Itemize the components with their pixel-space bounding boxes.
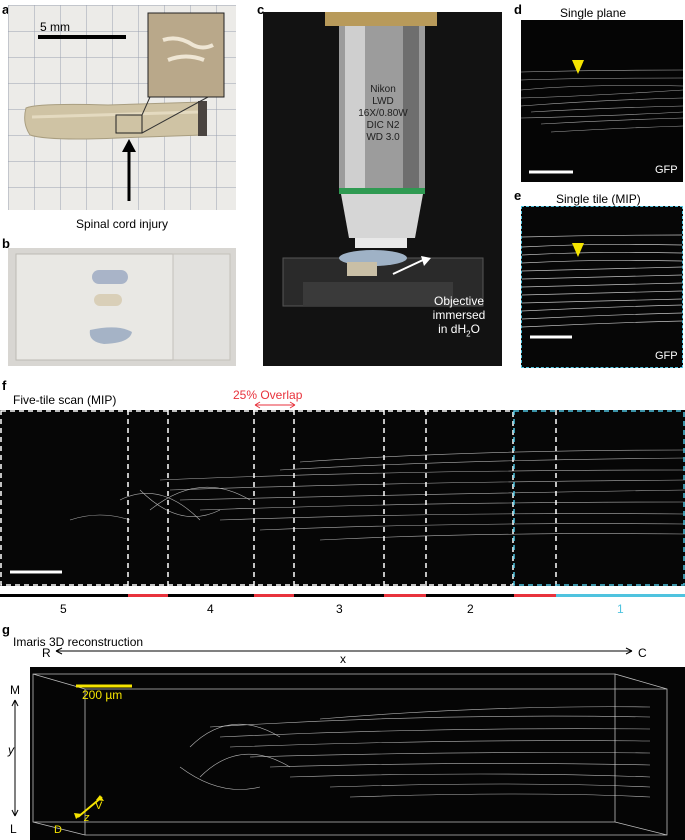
overlap-double-arrow-icon bbox=[254, 401, 296, 409]
panel-c-lens-text: Nikon LWD 16X/0.80W DIC N2 WD 3.0 bbox=[340, 84, 426, 144]
panel-a-photo bbox=[8, 5, 236, 210]
panel-f-title: Five-tile scan (MIP) bbox=[13, 393, 117, 407]
axis-z-label: z bbox=[84, 812, 90, 824]
panel-d-title: Single plane bbox=[560, 6, 627, 20]
imaris-3d-reconstruction bbox=[32, 673, 668, 836]
axis-d-label: D bbox=[54, 824, 62, 836]
axis-bottom-label: L bbox=[10, 822, 17, 836]
panel-d-label: d bbox=[514, 2, 522, 17]
single-tile-fibers bbox=[522, 234, 682, 339]
yellow-arrowhead-icon bbox=[572, 243, 584, 257]
axis-left-label: R bbox=[42, 646, 51, 660]
x-axis-double-arrow-icon bbox=[55, 647, 633, 655]
panel-f-label: f bbox=[2, 378, 7, 393]
tile-number: 2 bbox=[467, 602, 474, 616]
panel-c-label: c bbox=[257, 2, 265, 17]
panel-e-channel: GFP bbox=[655, 350, 678, 362]
lens-line: 16X/0.80W bbox=[358, 108, 408, 119]
panel-a-scale-label: 5 mm bbox=[40, 20, 70, 34]
panel-d-channel: GFP bbox=[655, 164, 678, 176]
grid-paper-spinal-cord bbox=[8, 5, 236, 210]
panel-a-annotation: Spinal cord injury bbox=[76, 217, 169, 231]
tile-number: 5 bbox=[60, 602, 67, 616]
tile-number: 3 bbox=[336, 602, 343, 616]
panel-g-title: Imaris 3D reconstruction bbox=[13, 635, 144, 649]
axis-x-label: x bbox=[340, 652, 346, 666]
lens-line: Nikon bbox=[370, 84, 396, 95]
panel-f-image bbox=[0, 410, 685, 586]
panel-g-scale-label: 200 µm bbox=[82, 688, 123, 702]
y-axis-double-arrow-icon bbox=[11, 699, 19, 817]
panel-c-photo bbox=[263, 12, 502, 366]
lens-line: WD 3.0 bbox=[366, 132, 400, 143]
panel-d-image bbox=[521, 20, 683, 182]
panel-e-image bbox=[521, 206, 683, 368]
axis-right-label: C bbox=[638, 646, 647, 660]
tile-number: 4 bbox=[207, 602, 214, 616]
yellow-arrowhead-icon bbox=[572, 60, 584, 74]
panel-e-label: e bbox=[514, 188, 522, 203]
lens-line: LWD bbox=[372, 96, 394, 107]
lens-line: DIC N2 bbox=[366, 120, 400, 131]
axis-y-label: y bbox=[8, 743, 14, 757]
tile-index-bar bbox=[0, 594, 685, 597]
panel-b-photo bbox=[8, 248, 236, 366]
panel-e-title: Single tile (MIP) bbox=[556, 192, 641, 206]
five-tile-scan bbox=[0, 410, 685, 586]
panel-a-label: a bbox=[2, 2, 10, 17]
microscope-objective bbox=[282, 12, 484, 307]
axis-top-label: M bbox=[10, 683, 20, 697]
panel-g-label: g bbox=[2, 622, 10, 637]
tile-number: 1 bbox=[617, 602, 624, 616]
panel-b-label: b bbox=[2, 236, 10, 251]
panel-c-annotation: Objective immersed in dH2O bbox=[432, 294, 486, 339]
glass-slide-samples bbox=[15, 253, 231, 361]
panel-g-image bbox=[30, 667, 685, 840]
single-plane-fibers bbox=[521, 60, 683, 174]
axis-v-label: V bbox=[95, 800, 103, 812]
panel-f-overlap-label: 25% Overlap bbox=[233, 388, 303, 402]
